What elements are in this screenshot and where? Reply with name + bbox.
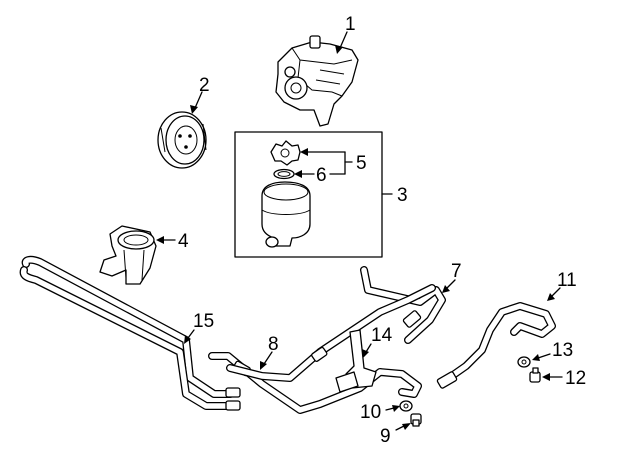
callout-10: 10	[360, 402, 381, 423]
pump-pulley	[157, 111, 207, 169]
power-steering-pump	[275, 35, 359, 127]
reservoir-body	[261, 181, 311, 248]
callout-9: 9	[380, 426, 391, 447]
callout-4: 4	[178, 231, 189, 252]
callout-7: 7	[451, 261, 462, 282]
reservoir-cap	[270, 140, 301, 166]
bolt-small	[410, 413, 422, 427]
callout-5: 5	[356, 153, 367, 174]
callout-14: 14	[371, 325, 393, 346]
callout-2: 2	[199, 75, 210, 96]
pressure-hose	[208, 352, 422, 414]
callout-8: 8	[268, 334, 279, 355]
callout-1: 1	[345, 14, 356, 35]
feed-line	[436, 302, 556, 389]
callout-15: 15	[193, 311, 214, 332]
callout-3: 3	[397, 185, 408, 206]
hose-bracket	[335, 329, 377, 393]
cooler-line	[19, 255, 241, 411]
reservoir-seal	[273, 168, 295, 180]
return-hose	[226, 266, 446, 382]
callout-6: 6	[316, 165, 327, 186]
callout-12: 12	[565, 368, 586, 389]
leader-lines	[156, 31, 563, 431]
callout-11: 11	[557, 270, 577, 291]
banjo-bolt	[529, 367, 541, 383]
callout-13: 13	[552, 340, 573, 361]
sealing-washer	[517, 356, 531, 368]
pump-bracket	[99, 225, 157, 285]
washer-small	[399, 400, 413, 412]
